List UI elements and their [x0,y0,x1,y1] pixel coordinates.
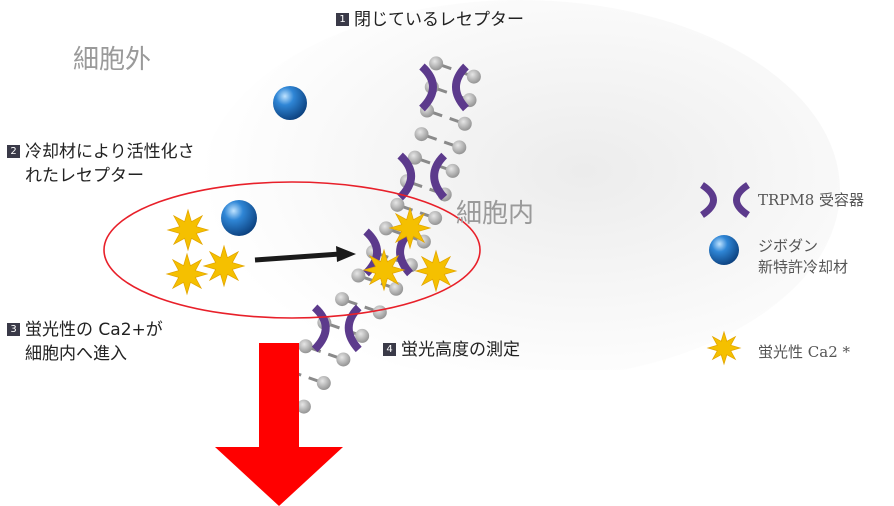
legend-star-shape [706,330,742,366]
receptor-arc [419,63,437,112]
step-3-badge: 3 [7,323,20,336]
step-2-line1: 冷却材により活性化さ [25,142,195,162]
lipid-head [428,211,443,226]
highlight-ellipse [103,181,481,319]
step-3-label: 3 蛍光性の Ca2+が 細胞内へ進入 [7,318,163,366]
cell-interior-shading [200,0,840,380]
legend-receptor-label: TRPM8 受容器 [758,191,865,209]
lipid-head [452,140,467,155]
step-3-line1: 蛍光性の Ca2+が [25,320,163,340]
lipid-head [445,163,460,178]
legend-coolant-line1: ジボダン [758,237,819,255]
calcium-star [202,244,246,288]
lipid-head [390,197,405,212]
coolant-sphere [221,200,257,236]
lipid-head [355,328,370,343]
receptor-arc [344,304,362,353]
calcium-flow-arrow [254,251,341,263]
step-1-label: 1 閉じているレセプター [336,8,524,32]
calcium-stars [165,206,458,296]
lipid-head [372,305,387,320]
lipid-head [457,116,472,131]
step-2-line2: れたレセプター [25,166,144,186]
receptor-arc [452,63,470,112]
step-1-badge: 1 [336,13,349,26]
calcium-flow-arrowhead [336,246,356,262]
legend-calcium-label: 蛍光性 Ca2 * [758,343,850,361]
lipid-head [351,268,366,283]
receptor-icon [699,182,751,218]
step-4-label: 4 蛍光高度の測定 [383,338,520,362]
lipid-head [429,56,444,71]
legend-coolant-line2: 新特許冷却材 [758,258,849,276]
step-4-text: 蛍光高度の測定 [401,340,520,360]
lipid-head [407,150,422,165]
blue-sphere-icon [709,235,739,265]
coolant-sphere [273,86,307,120]
lipid-head [298,339,313,354]
down-arrow-icon [215,343,343,506]
lipid-head [316,376,331,391]
lipid-head [466,69,481,84]
lipid-head [296,399,311,414]
calcium-star [388,206,432,250]
bottom-fade [0,370,894,506]
extracellular-label: 細胞外 [73,45,152,75]
step-2-badge: 2 [7,145,20,158]
legend-coolant-label: ジボダン 新特許冷却材 [758,236,848,278]
lipid-head [389,281,404,296]
calcium-star [362,248,406,292]
receptor-arc [397,152,416,201]
step-3-line2: 細胞内へ進入 [25,344,127,364]
step-1-text: 閉じているレセプター [354,10,524,30]
step-4-badge: 4 [383,343,396,356]
yellow-star-icon [706,330,742,366]
calcium-star [165,252,209,296]
receptor-arc [311,304,330,353]
calcium-star [414,249,458,293]
lipid-head [336,352,351,367]
lipid-head [414,127,429,142]
receptor-arc [430,152,448,201]
intracellular-label: 細胞内 [456,199,535,229]
lipid-head [335,292,350,307]
lipid-head [379,221,394,236]
calcium-star [166,208,210,252]
step-2-label: 2 冷却材により活性化さ れたレセプター [7,140,195,188]
